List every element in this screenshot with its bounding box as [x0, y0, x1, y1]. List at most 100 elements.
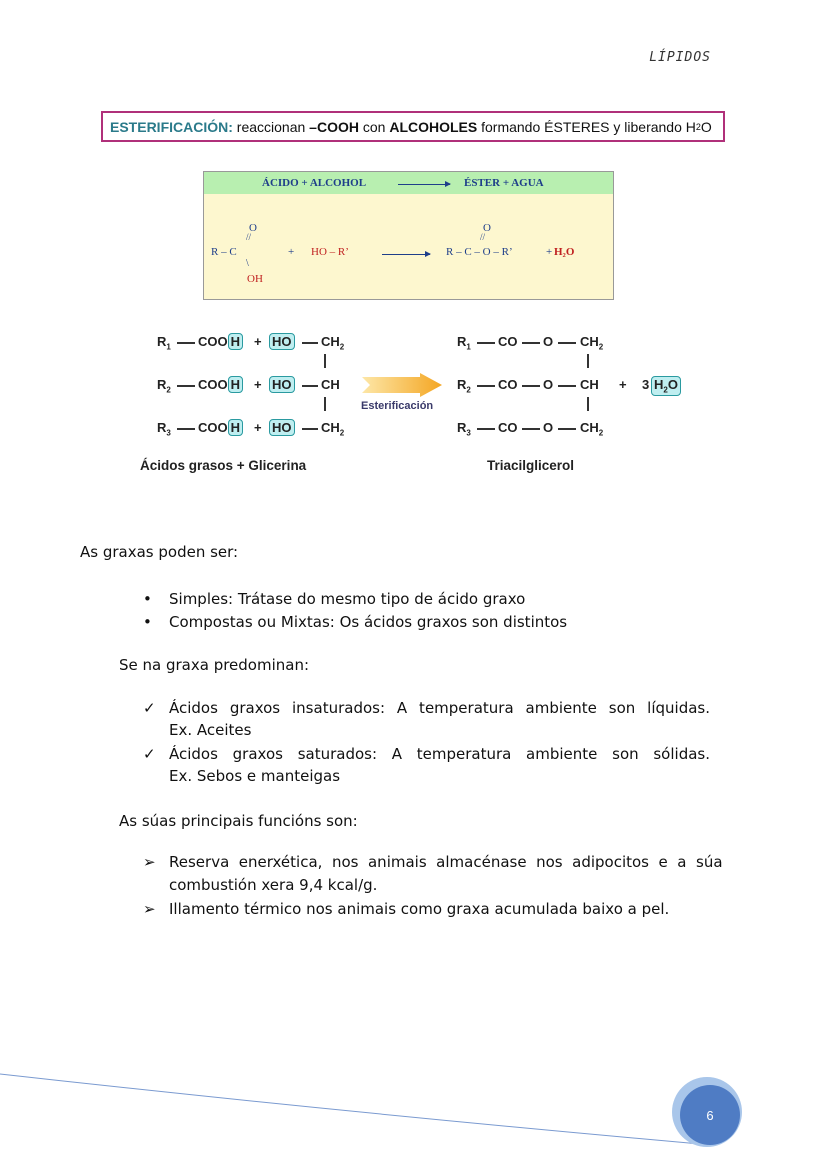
r-label: R [457, 420, 467, 435]
reaction-header-right: ÉSTER + AGUA [464, 177, 544, 189]
hydroxyl-highlight-3: HO [269, 419, 295, 436]
esterification-definition-box: ESTERIFICACIÓN: reaccionan –COOH con ALC… [101, 111, 725, 142]
product-co-2: CO [498, 377, 518, 392]
bond [558, 385, 576, 387]
list-item: ✓ Ácidos graxos insaturados: A temperatu… [143, 699, 710, 745]
reactants-label: Ácidos grasos + Glicerina [140, 458, 307, 473]
r-label: R [157, 420, 167, 435]
reaction-arrow [382, 251, 431, 257]
h-highlight: H [227, 419, 244, 436]
ch-label: CH [580, 420, 599, 435]
product-c1: CH2 [580, 334, 603, 352]
bullet-icon: • [143, 590, 152, 608]
r-index: 1 [466, 342, 471, 352]
ester-formula: R – C – O – R’ [446, 246, 513, 258]
water-sub: 2 [663, 385, 668, 395]
definition-term: ESTERIFICACIÓN: [110, 118, 233, 135]
bond [558, 342, 576, 344]
reaction-header-bar: ÁCIDO + ALCOHOL ÉSTER + AGUA [204, 172, 613, 194]
product-c2: CH [580, 377, 599, 392]
h-highlight: H [227, 333, 244, 350]
water-coefficient: 3 [642, 377, 650, 392]
type-compound: Compostas ou Mixtas: Os ácidos graxos so… [169, 613, 568, 631]
water-o: O [667, 377, 678, 392]
function-reserve-line-2: combustión xera 9,4 kcal/g. [169, 876, 378, 894]
bond [302, 385, 318, 387]
acid-main: R – C [211, 246, 237, 258]
product-o-1: O [543, 334, 554, 349]
general-esterification-reaction: ÁCIDO + ALCOHOL ÉSTER + AGUA O // R – C … [203, 171, 614, 300]
water-plus: + [546, 246, 553, 258]
page-number: 6 [680, 1085, 740, 1145]
bond [522, 342, 540, 344]
water-h: H [654, 377, 664, 392]
ch-sub: 2 [339, 342, 345, 352]
bond [177, 428, 195, 430]
saturated-line-2: Ex. Sebos e manteigas [169, 767, 341, 785]
definition-alcoholes: ALCOHOLES [389, 118, 478, 135]
alcohol-formula: HO – R’ [311, 246, 349, 258]
page-header-title: LÍPIDOS [649, 50, 711, 65]
ch-sub: 2 [598, 342, 604, 352]
bond [522, 385, 540, 387]
esterification-label: Esterificación [361, 400, 434, 412]
bond [302, 342, 318, 344]
type-simple: Simples: Trátase do mesmo tipo de ácido … [169, 590, 526, 608]
product-r1: R1 [457, 334, 471, 352]
bond [477, 428, 495, 430]
r-label: R [457, 334, 467, 349]
function-insulation: Illamento térmico nos animais como graxa… [169, 900, 670, 918]
predominance-intro: Se na graxa predominan: [119, 656, 310, 674]
bond [587, 397, 589, 411]
alcohol: HO – R’ [311, 246, 349, 258]
bond [177, 342, 195, 344]
acid-double-bond: // [246, 232, 252, 242]
product-r3: R3 [457, 420, 471, 438]
definition-cooh: –COOH [309, 118, 359, 135]
check-icon: ✓ [143, 699, 156, 717]
r-label: R [157, 334, 167, 349]
bond [558, 428, 576, 430]
unsaturated-line-1: Ácidos graxos insaturados: A temperatura… [169, 699, 710, 717]
ch-label: CH [321, 377, 340, 392]
bond [477, 342, 495, 344]
bond [477, 385, 495, 387]
definition-text-3: formando ÉSTERES y liberando H [477, 118, 696, 135]
ester-oxygen: O [483, 222, 491, 234]
coo-label: COO [198, 334, 228, 349]
reaction-plus: + [288, 246, 295, 258]
plus: + [254, 420, 262, 435]
h-highlight: H [227, 376, 244, 393]
plus: + [254, 377, 262, 392]
definition-text-2: con [358, 118, 390, 135]
product-o-2: O [543, 377, 554, 392]
r-label: R [457, 377, 467, 392]
list-item: ✓ Ácidos graxos saturados: A temperatura… [143, 745, 710, 791]
product-c3: CH2 [580, 420, 603, 438]
list-item: ➢ Illamento térmico nos animais como gra… [143, 900, 710, 924]
ch-label: CH [580, 334, 599, 349]
r-label: R [157, 377, 167, 392]
fatty-acid-2: R2 [157, 377, 171, 395]
arrow-bullet-icon: ➢ [143, 853, 156, 871]
fatty-acid-1: R1 [157, 334, 171, 352]
bond [302, 428, 318, 430]
plus: + [254, 334, 262, 349]
check-icon: ✓ [143, 745, 156, 763]
acid-oxygen: O [249, 222, 257, 234]
bond [324, 397, 326, 411]
water-plus: + [619, 377, 627, 392]
bond [324, 354, 326, 368]
product-label: Triacilglicerol [487, 458, 575, 473]
r-index: 2 [466, 385, 471, 395]
product-co-1: CO [498, 334, 518, 349]
bond [587, 354, 589, 368]
reaction-header-arrow [398, 181, 451, 187]
bond [177, 385, 195, 387]
bond [522, 428, 540, 430]
types-intro: As graxas poden ser: [80, 543, 239, 561]
